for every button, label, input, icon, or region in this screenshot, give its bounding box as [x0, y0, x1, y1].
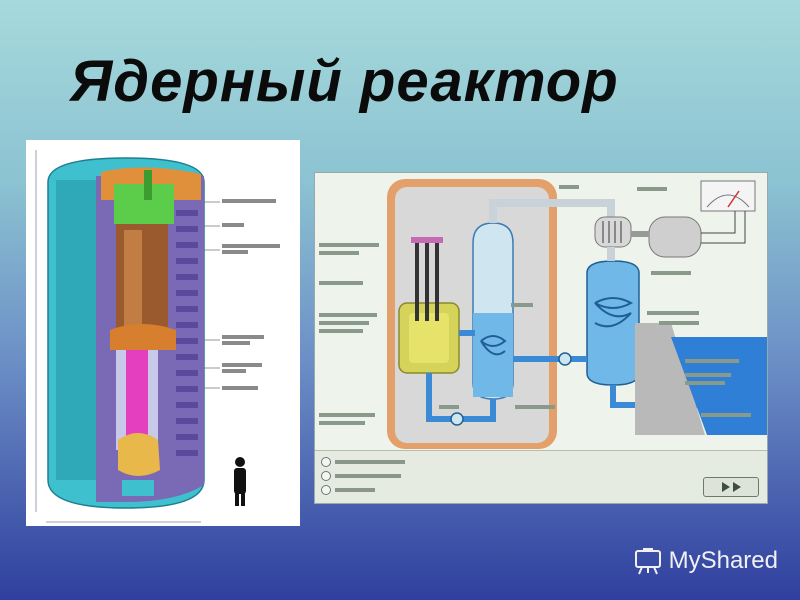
play-arrow-icon [721, 482, 730, 492]
option-row-3[interactable] [321, 483, 375, 497]
next-page-button[interactable] [703, 477, 759, 497]
radio-icon [321, 457, 331, 467]
power-plant-schematic [314, 172, 768, 504]
slide-title: Ядерный реактор [70, 49, 619, 114]
presentation-board-icon [634, 548, 661, 575]
schematic-svg [315, 173, 767, 453]
radio-icon [321, 471, 331, 481]
radio-icon [321, 485, 331, 495]
play-arrow-icon [732, 482, 741, 492]
brand-name: MyShared [668, 547, 778, 574]
option-row-2[interactable] [321, 469, 401, 483]
myshared-watermark: MyShared [633, 546, 778, 576]
reactor-cutaway-svg [35, 150, 280, 523]
schematic-controls-bar [315, 450, 767, 503]
reactor-cutaway-image [26, 140, 300, 526]
option-row-1[interactable] [321, 455, 405, 469]
human-scale-icon [234, 457, 246, 506]
